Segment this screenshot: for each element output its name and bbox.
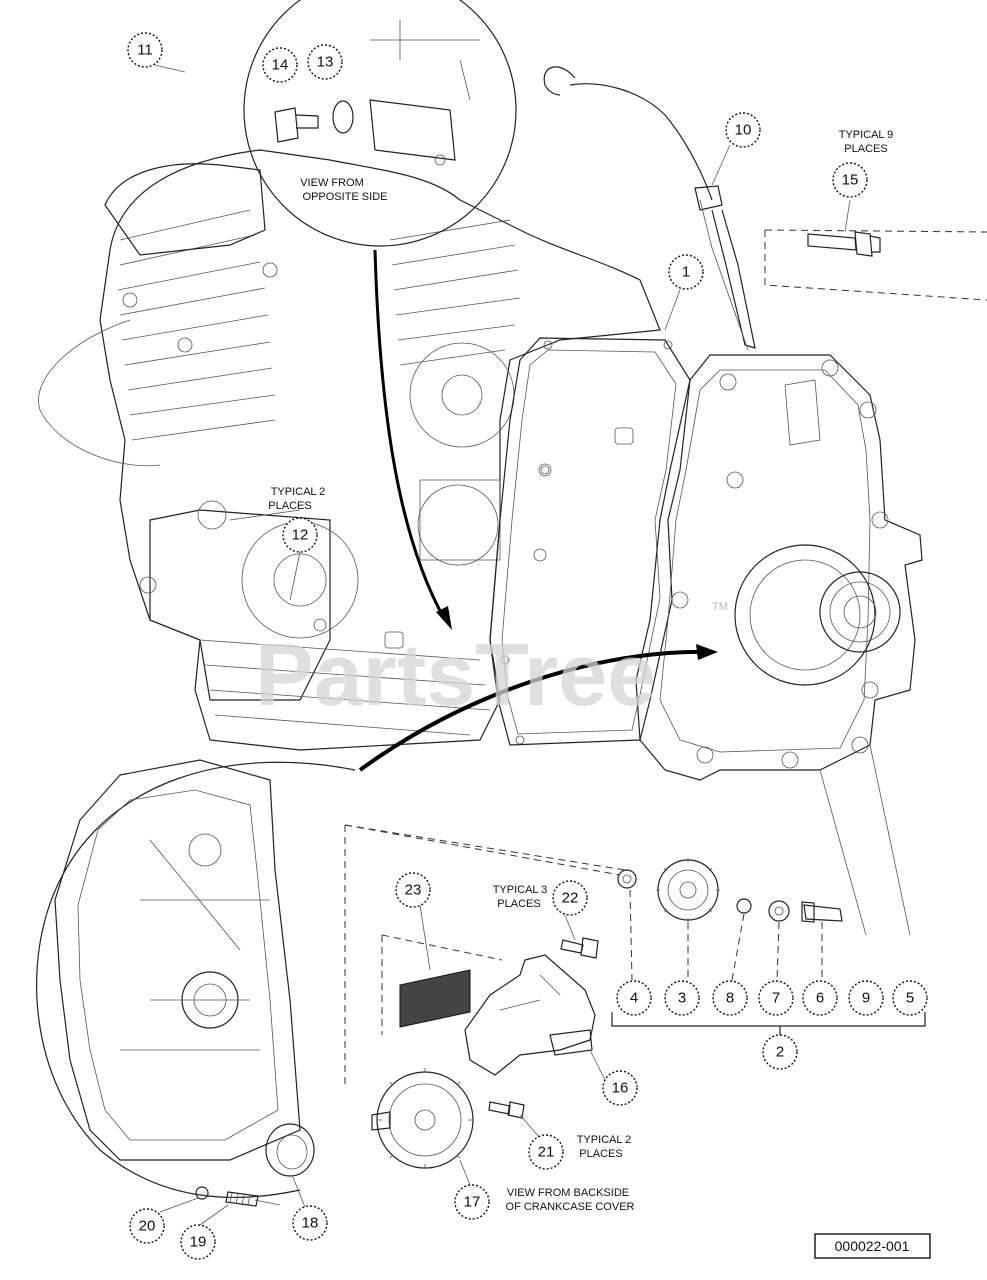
note-typical-2-places-top: TYPICAL 2 PLACES	[268, 486, 325, 512]
screw-21-drawing	[488, 1101, 525, 1119]
note-view-from-backside: VIEW FROM BACKSIDE OF CRANKCASE COVER	[506, 1187, 635, 1213]
svg-text:2: 2	[776, 1044, 784, 1061]
svg-text:20: 20	[139, 1218, 156, 1235]
svg-text:5: 5	[906, 990, 914, 1007]
detail-circle-bottom	[36, 759, 621, 1199]
svg-text:18: 18	[302, 1215, 319, 1232]
doc-id-text: 000022-001	[835, 1238, 910, 1254]
watermark: PartsTree TM	[255, 601, 728, 724]
svg-text:13: 13	[317, 54, 334, 71]
detail-arrow-bottom	[358, 644, 718, 772]
callout-18: 18	[292, 1205, 328, 1241]
callout-3: 3	[664, 980, 700, 1016]
callout-15: 15	[832, 162, 868, 198]
callout-17: 17	[454, 1184, 490, 1220]
svg-text:OPPOSITE SIDE: OPPOSITE SIDE	[303, 191, 388, 203]
svg-text:19: 19	[190, 1234, 207, 1251]
svg-text:16: 16	[612, 1080, 629, 1097]
bolt-15-drawing	[764, 229, 987, 301]
note-typical-9-places: TYPICAL 9 PLACES	[839, 129, 894, 155]
svg-text:15: 15	[842, 172, 859, 189]
watermark-text: PartsTree	[255, 625, 656, 724]
svg-text:23: 23	[405, 882, 422, 899]
ball-20-drawing	[195, 1186, 209, 1200]
doc-id-box: 000022-001	[814, 1233, 931, 1259]
svg-text:PLACES: PLACES	[844, 143, 887, 155]
svg-text:10: 10	[735, 122, 752, 139]
callout-20: 20	[129, 1208, 165, 1244]
detail-circle-top	[243, 0, 517, 630]
callout-16: 16	[602, 1070, 638, 1106]
svg-text:PLACES: PLACES	[497, 898, 540, 910]
svg-text:4: 4	[630, 990, 638, 1007]
callout-13: 13	[307, 44, 343, 80]
callout-9: 9	[848, 980, 884, 1016]
callout-11: 11	[127, 32, 163, 68]
callout-5: 5	[892, 980, 928, 1016]
callout-4: 4	[616, 980, 652, 1016]
svg-text:22: 22	[562, 890, 579, 907]
callout-23: 23	[395, 872, 431, 908]
svg-text:11: 11	[137, 42, 153, 59]
svg-text:3: 3	[678, 990, 686, 1007]
svg-text:8: 8	[726, 990, 734, 1007]
callout-2: 2	[762, 1034, 798, 1070]
svg-text:PLACES: PLACES	[268, 500, 311, 512]
callout-19: 19	[180, 1224, 216, 1260]
callout-14: 14	[262, 47, 298, 83]
svg-text:PLACES: PLACES	[579, 1148, 622, 1160]
svg-text:TYPICAL 3: TYPICAL 3	[493, 884, 548, 896]
screen-filter-drawing	[381, 934, 503, 1035]
svg-text:21: 21	[538, 1144, 555, 1161]
leader-lines	[154, 64, 851, 1226]
cap-18-drawing	[265, 1123, 315, 1177]
svg-text:14: 14	[272, 57, 289, 74]
svg-text:6: 6	[816, 990, 824, 1007]
callout-22: 22	[552, 880, 588, 916]
callout-21: 21	[528, 1134, 564, 1170]
crankcase-cover-drawing	[635, 354, 923, 781]
note-typical-3-places: TYPICAL 3 PLACES	[493, 884, 548, 910]
oil-pump-housing-drawing	[464, 954, 596, 1076]
note-typical-2-places-bottom: TYPICAL 2 PLACES	[577, 1134, 632, 1160]
svg-text:TYPICAL 9: TYPICAL 9	[839, 129, 894, 141]
svg-text:7: 7	[772, 990, 780, 1007]
callout-7: 7	[758, 980, 794, 1016]
svg-text:17: 17	[464, 1194, 481, 1211]
governor-parts-drawing	[344, 744, 926, 1036]
svg-text:9: 9	[862, 990, 870, 1007]
callout-12: 12	[282, 517, 318, 553]
spring-19-drawing	[225, 1191, 259, 1207]
svg-text:1: 1	[682, 264, 690, 281]
dipstick-drawing	[543, 66, 756, 351]
screw-22-drawing	[560, 937, 599, 959]
svg-text:12: 12	[292, 527, 309, 544]
watermark-tm: TM	[712, 601, 728, 613]
svg-text:TYPICAL 2: TYPICAL 2	[271, 486, 326, 498]
callout-10: 10	[725, 112, 761, 148]
svg-text:VIEW FROM BACKSIDE: VIEW FROM BACKSIDE	[507, 1187, 629, 1199]
svg-text:VIEW FROM: VIEW FROM	[300, 177, 364, 189]
svg-text:TYPICAL 2: TYPICAL 2	[577, 1134, 632, 1146]
note-view-from-opposite-side: VIEW FROM OPPOSITE SIDE	[300, 177, 387, 203]
svg-text:OF CRANKCASE COVER: OF CRANKCASE COVER	[506, 1201, 635, 1213]
callout-1: 1	[668, 254, 704, 290]
engine-block-drawing	[38, 149, 661, 751]
callout-6: 6	[802, 980, 838, 1016]
oil-pump-gear-drawing	[371, 1068, 474, 1169]
callout-8: 8	[712, 980, 748, 1016]
